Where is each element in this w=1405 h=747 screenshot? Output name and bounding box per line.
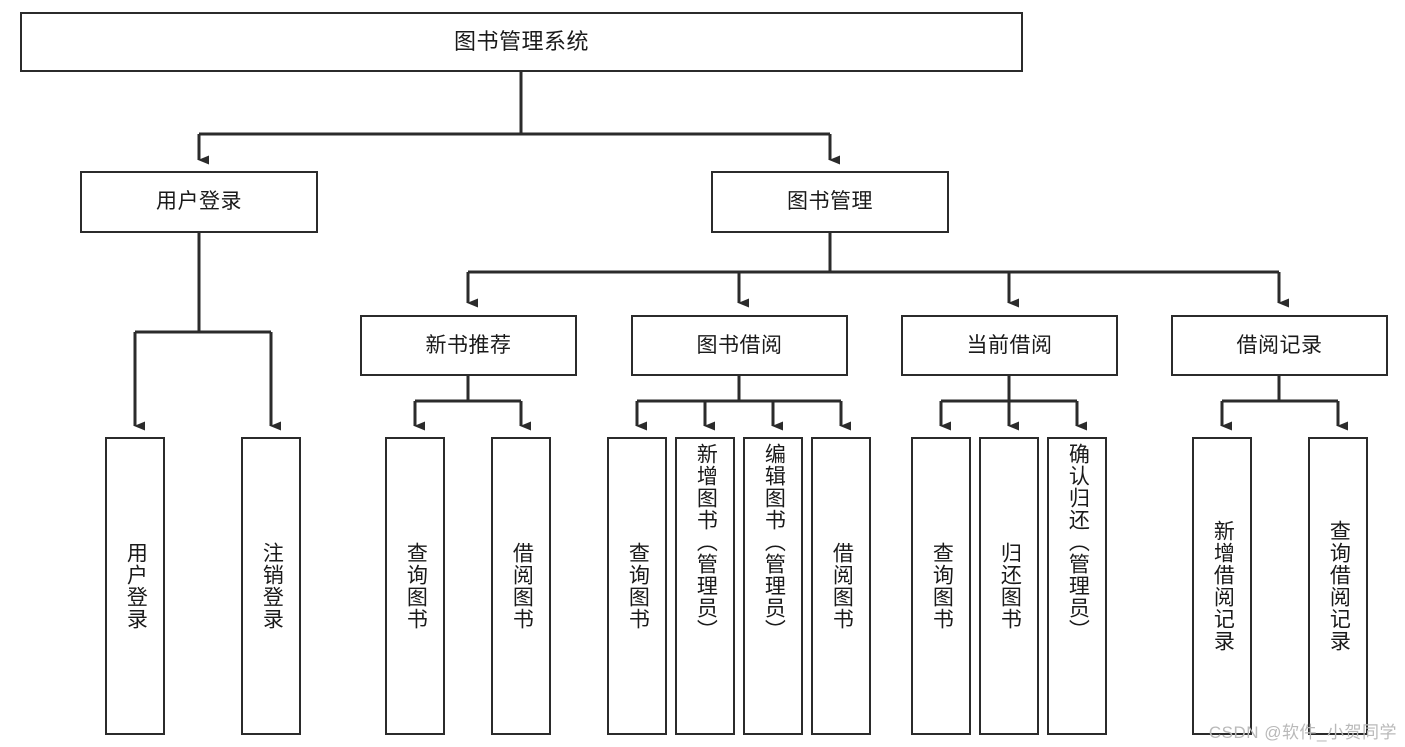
leaf-text-wrap: 注销登录 — [243, 439, 299, 733]
node-book-management[interactable]: 图书管理 — [711, 171, 949, 233]
node-label: 查询借阅记录 — [1327, 520, 1351, 652]
node-label: 图书借阅 — [696, 333, 783, 357]
node-label: 图书管理 — [787, 190, 873, 214]
leaf-text-wrap: 编辑图书（管理员） — [745, 439, 801, 733]
node-leaf-confirm-return[interactable]: 确认归还（管理员） — [1047, 437, 1107, 735]
node-label: 确认归还（管理员） — [1066, 443, 1090, 641]
node-leaf-query-book-current[interactable]: 查询图书 — [911, 437, 971, 735]
node-leaf-user-login[interactable]: 用户登录 — [105, 437, 165, 735]
node-label: 编辑图书（管理员） — [762, 443, 786, 641]
leaf-text-wrap: 查询图书 — [609, 439, 665, 733]
leaf-text-wrap: 新增图书（管理员） — [677, 439, 733, 733]
node-label: 当前借阅 — [966, 333, 1053, 357]
node-leaf-logout-login[interactable]: 注销登录 — [241, 437, 301, 735]
node-label: 用户登录 — [156, 190, 242, 214]
node-label: 新书推荐 — [425, 333, 512, 357]
node-book-management-system[interactable]: 图书管理系统 — [20, 12, 1023, 72]
leaf-text-wrap: 新增借阅记录 — [1194, 439, 1250, 733]
node-leaf-query-book-borrow[interactable]: 查询图书 — [607, 437, 667, 735]
node-leaf-query-book-recommend[interactable]: 查询图书 — [385, 437, 445, 735]
node-label: 图书管理系统 — [453, 28, 589, 54]
node-label: 用户登录 — [124, 542, 148, 630]
node-leaf-add-borrow-record[interactable]: 新增借阅记录 — [1192, 437, 1252, 735]
leaf-text-wrap: 查询借阅记录 — [1310, 439, 1366, 733]
node-label: 借阅记录 — [1236, 333, 1323, 357]
node-borrow-record[interactable]: 借阅记录 — [1171, 315, 1388, 376]
node-new-book-recommend[interactable]: 新书推荐 — [360, 315, 577, 376]
leaf-text-wrap: 归还图书 — [981, 439, 1037, 733]
node-label: 查询图书 — [626, 542, 650, 630]
node-label: 注销登录 — [260, 542, 284, 630]
leaf-text-wrap: 查询图书 — [913, 439, 969, 733]
node-leaf-edit-book[interactable]: 编辑图书（管理员） — [743, 437, 803, 735]
node-leaf-return-book[interactable]: 归还图书 — [979, 437, 1039, 735]
node-label: 借阅图书 — [830, 542, 854, 630]
node-leaf-borrow-book-recommend[interactable]: 借阅图书 — [491, 437, 551, 735]
node-book-borrow[interactable]: 图书借阅 — [631, 315, 848, 376]
node-label: 借阅图书 — [510, 542, 534, 630]
leaf-text-wrap: 用户登录 — [107, 439, 163, 733]
node-label: 查询图书 — [930, 542, 954, 630]
leaf-text-wrap: 借阅图书 — [493, 439, 549, 733]
node-leaf-borrow-book[interactable]: 借阅图书 — [811, 437, 871, 735]
leaf-text-wrap: 查询图书 — [387, 439, 443, 733]
leaf-text-wrap: 借阅图书 — [813, 439, 869, 733]
node-user-login[interactable]: 用户登录 — [80, 171, 318, 233]
node-current-borrow[interactable]: 当前借阅 — [901, 315, 1118, 376]
leaf-text-wrap: 确认归还（管理员） — [1049, 439, 1105, 733]
node-label: 查询图书 — [404, 542, 428, 630]
node-leaf-query-borrow-record[interactable]: 查询借阅记录 — [1308, 437, 1368, 735]
node-label: 新增图书（管理员） — [694, 443, 718, 641]
node-label: 新增借阅记录 — [1211, 520, 1235, 652]
node-leaf-add-book[interactable]: 新增图书（管理员） — [675, 437, 735, 735]
node-label: 归还图书 — [998, 542, 1022, 630]
